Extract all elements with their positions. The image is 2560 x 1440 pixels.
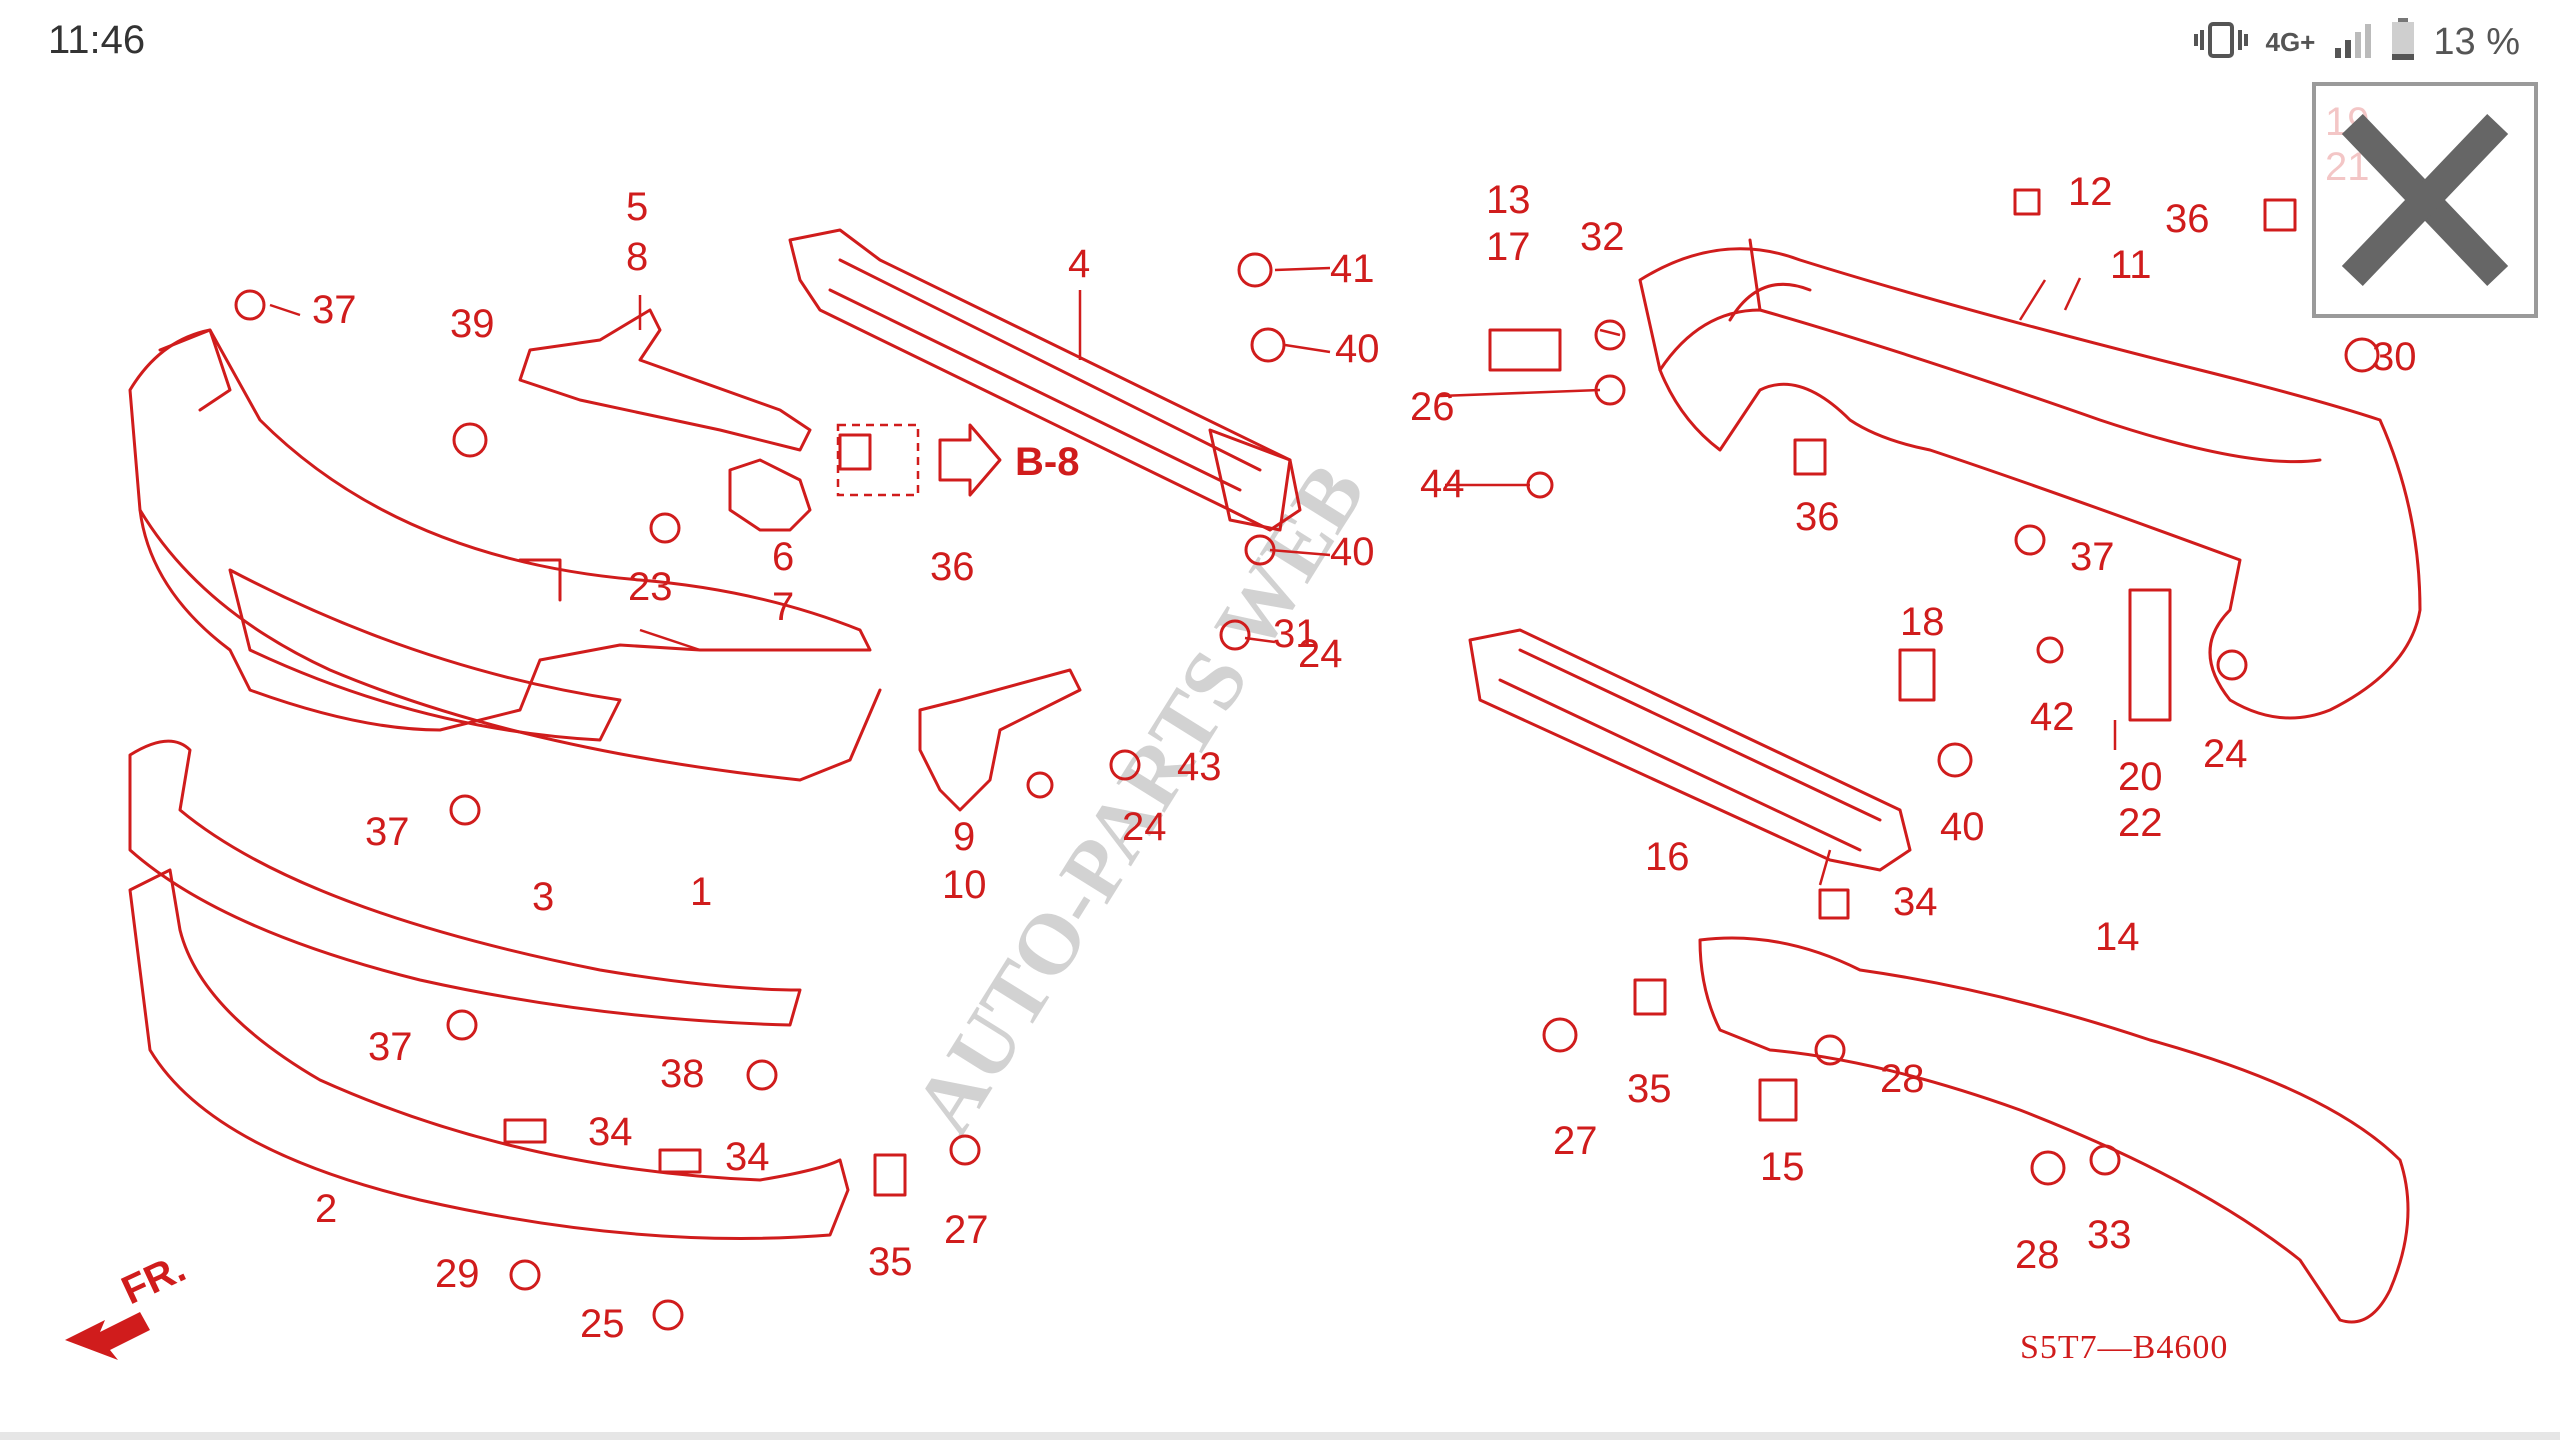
callout: 11 [2110,243,2152,287]
callout: 27 [1553,1119,1598,1163]
side-bracket [728,458,812,532]
callout: 36 [930,545,975,589]
callout: 23 [628,565,673,609]
callout: 34 [588,1110,633,1154]
callout: 40 [1330,530,1375,574]
status-time: 11:46 [48,18,146,62]
callout: 3 [532,875,554,919]
close-button[interactable] [2312,82,2538,318]
close-icon [2341,113,2509,287]
front-bumper-cover [128,328,882,782]
callout: 40 [1940,805,1985,849]
callout: 37 [312,288,357,332]
callout: 29 [435,1252,480,1296]
callout: 6 [772,535,794,579]
callout: 37 [368,1025,413,1069]
callout: 33 [2087,1213,2132,1257]
callout: 41 [1330,247,1375,291]
callout: 16 [1645,835,1690,879]
callout: 24 [1298,632,1343,676]
callout: 30 [2372,335,2417,379]
callouts: 1 2 3 4 5 8 6 7 9 10 12 11 13 17 15 14 1… [312,100,2417,1346]
callout: 17 [1486,225,1531,269]
callout: 9 [953,815,975,859]
rear-bumper-beam [1468,628,1912,872]
callout: 8 [626,235,648,279]
battery-icon [2391,17,2415,67]
callout: 28 [1880,1057,1925,1101]
callout: 38 [660,1052,705,1096]
battery-percent: 13 % [2433,20,2520,63]
parts-diagram: AUTO-PARTS WEB [0,90,2560,1425]
signal-icon [2333,20,2373,65]
bottom-divider [0,1432,2560,1440]
callout: 22 [2118,801,2163,845]
callout: 25 [580,1302,625,1346]
fasteners [234,188,2380,1331]
front-bumper-beam [788,228,1302,532]
callout: 13 [1486,178,1531,222]
bumper-parts-diagram: AUTO-PARTS WEB [65,100,2422,1366]
callout: 37 [365,810,410,854]
callout: 20 [2118,755,2163,799]
lower-bracket [918,668,1082,812]
callout: 31 [1273,612,1318,656]
vibrate-icon [2193,20,2248,65]
callout: 2 [315,1187,337,1231]
svg-text:FR.: FR. [115,1246,192,1313]
callout: 39 [450,302,495,346]
callout: 18 [1900,600,1945,644]
callout: 15 [1760,1145,1805,1189]
callout: 32 [1580,215,1625,259]
callout: 14 [2095,915,2140,959]
reference-b8: B-8 [836,423,1079,497]
callout: 44 [1420,462,1465,506]
callout: 7 [772,585,794,629]
diagram-code: S5T7—B4600 [2020,1329,2228,1366]
front-bumper-strip [128,739,802,1027]
callout: 28 [2015,1233,2060,1277]
callout: 10 [942,863,987,907]
callout: 42 [2030,695,2075,739]
front-direction-arrow: FR. [65,1246,192,1360]
callout: 26 [1410,385,1455,429]
callout: 40 [1335,327,1380,371]
network-type: 4G+ [2265,27,2316,57]
status-bar: 11:46 4G+ [0,0,2560,84]
leader-lines [269,266,2117,886]
callout: 43 [1177,745,1222,789]
callout: 37 [2070,535,2115,579]
callout: 24 [1122,805,1167,849]
rear-bumper-cover [1638,238,2422,720]
svg-text:B-8: B-8 [1015,440,1079,484]
callout: 36 [2165,197,2210,241]
status-icons: 4G+ 13 % [2193,14,2520,70]
callout: 12 [2068,170,2113,214]
callout: 5 [626,185,648,229]
callout: 34 [1893,880,1938,924]
callout: 34 [725,1135,770,1179]
callout: 1 [690,870,712,914]
callout: 35 [868,1240,913,1284]
rear-lower-diffuser [1698,936,2410,1324]
upper-bracket [518,308,812,452]
front-lower-lip [128,868,850,1240]
callout: 35 [1627,1067,1672,1111]
callout: 27 [944,1208,989,1252]
callout: 4 [1068,242,1090,286]
callout: 36 [1795,495,1840,539]
callout: 24 [2203,732,2248,776]
